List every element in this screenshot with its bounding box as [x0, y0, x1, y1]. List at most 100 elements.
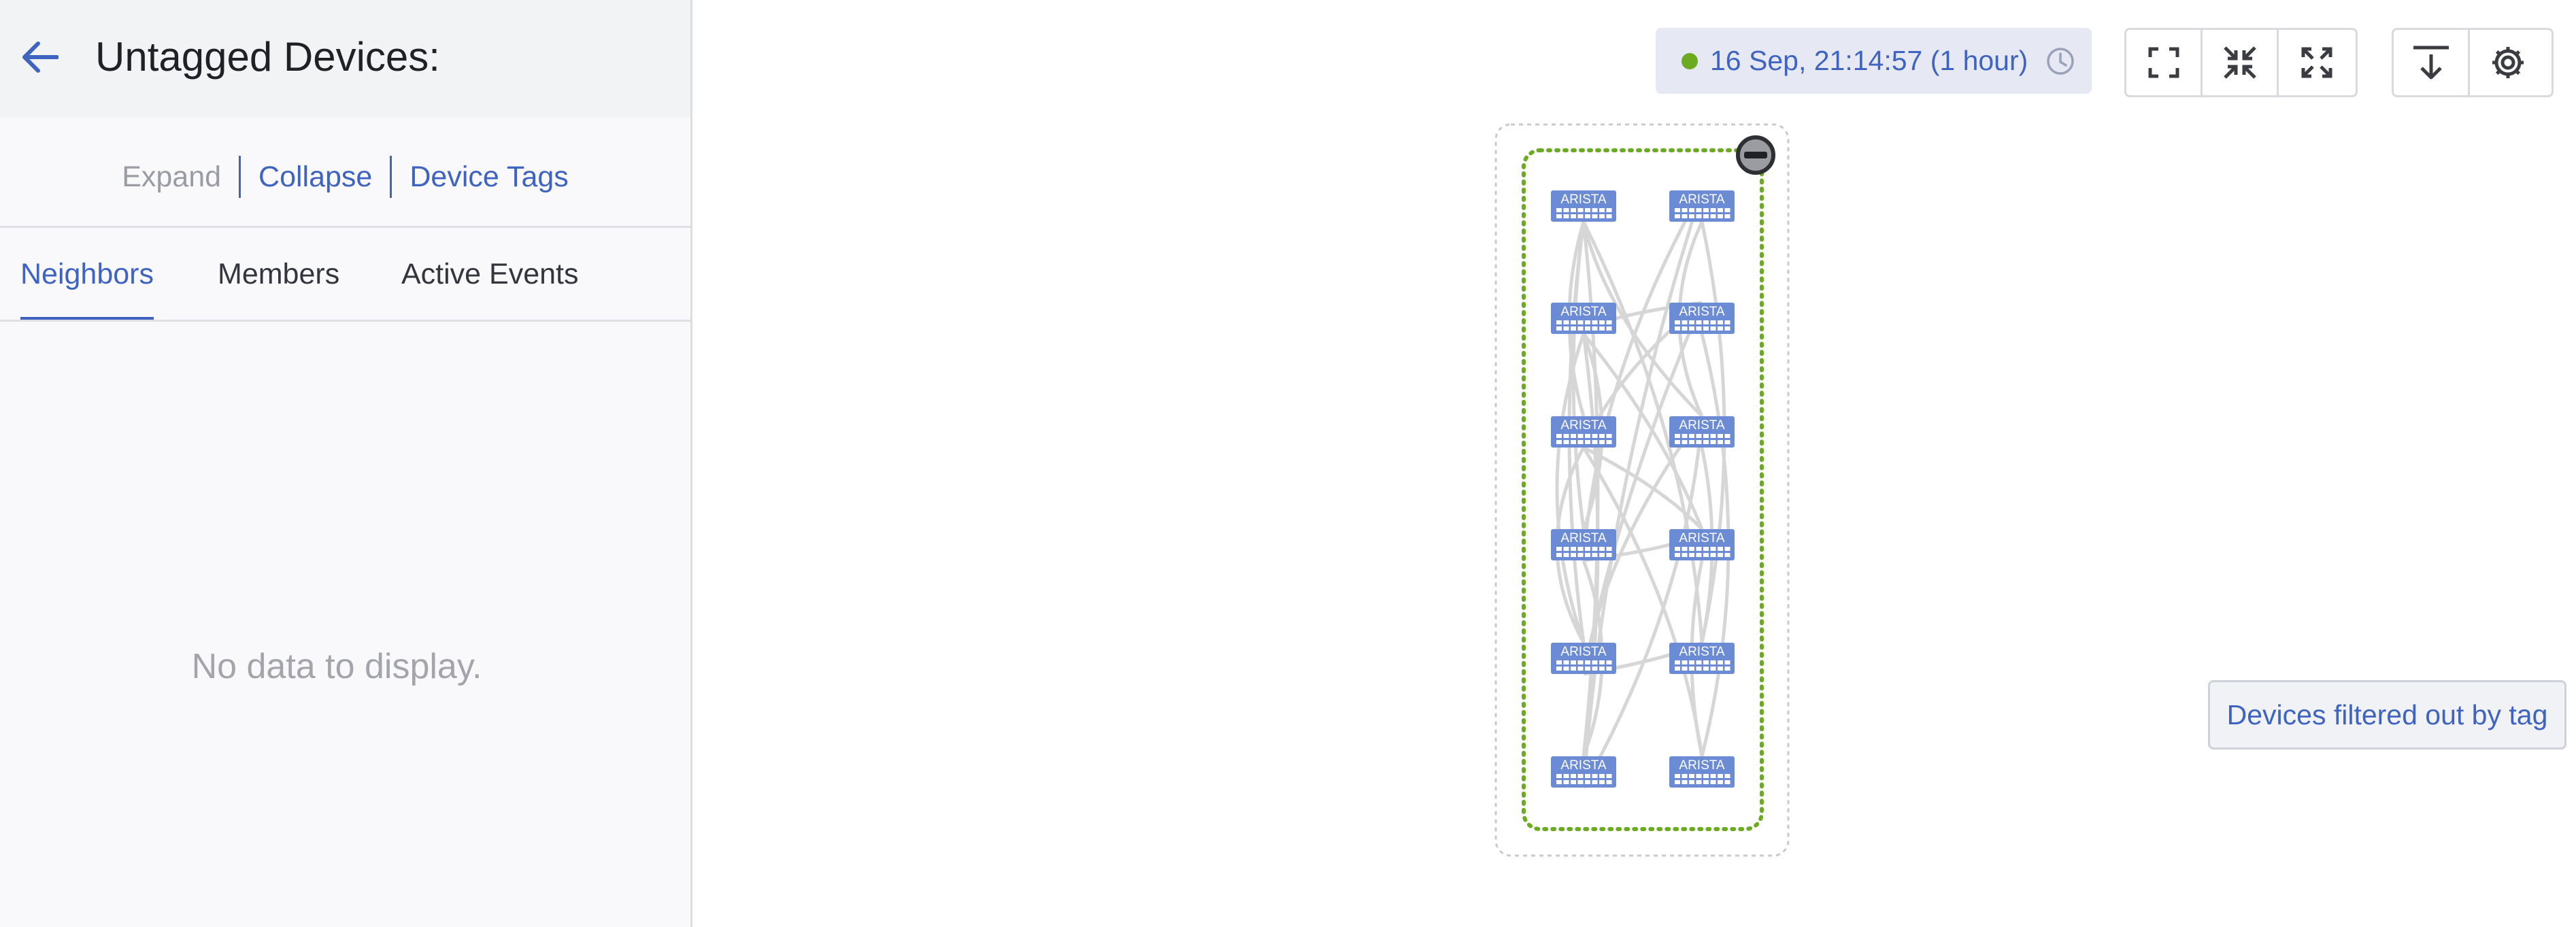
device-port: [1585, 774, 1590, 778]
device-port: [1556, 434, 1562, 438]
device-port: [1696, 780, 1702, 784]
tab-members[interactable]: Members: [218, 258, 340, 290]
device-port: [1599, 208, 1605, 212]
device-port: [1718, 774, 1723, 778]
device-port: [1599, 320, 1605, 324]
device-port: [1724, 208, 1730, 212]
device-port: [1585, 660, 1590, 664]
action-separator: [239, 156, 241, 198]
expand-icon: [2301, 47, 2332, 78]
gear-icon: [2492, 47, 2524, 78]
device-port: [1710, 774, 1716, 778]
device-port: [1592, 780, 1598, 784]
device-port: [1696, 774, 1702, 778]
device-port: [1556, 667, 1562, 671]
device-port: [1675, 553, 1680, 557]
device-port: [1585, 320, 1590, 324]
device-port: [1696, 547, 1702, 551]
device-port: [1599, 434, 1605, 438]
device-port: [1577, 326, 1584, 331]
device-port: [1689, 667, 1694, 671]
device-port: [1585, 326, 1590, 331]
switch-device-node[interactable]: ARISTA: [1551, 529, 1616, 560]
device-port: [1724, 780, 1730, 784]
device-port: [1556, 326, 1562, 331]
device-tags-link[interactable]: Device Tags: [409, 161, 569, 193]
switch-device-node[interactable]: ARISTA: [1551, 643, 1616, 674]
switch-device-node[interactable]: ARISTA: [1669, 303, 1735, 334]
device-port: [1577, 547, 1584, 551]
device-port: [1571, 434, 1576, 438]
device-label: ARISTA: [1679, 192, 1725, 207]
device-port: [1606, 208, 1612, 212]
device-port: [1571, 780, 1576, 784]
device-port: [1556, 320, 1562, 324]
device-port: [1606, 326, 1612, 331]
time-range-picker[interactable]: 16 Sep, 21:14:57 (1 hour): [1656, 28, 2092, 94]
device-port: [1571, 326, 1576, 331]
clock-icon: [2045, 46, 2075, 76]
device-port: [1703, 553, 1709, 557]
device-port: [1675, 780, 1680, 784]
device-port: [1724, 320, 1730, 324]
expand-link[interactable]: Expand: [122, 161, 222, 193]
device-port: [1718, 660, 1723, 664]
device-port: [1592, 214, 1598, 218]
switch-device-node[interactable]: ARISTA: [1669, 416, 1735, 448]
device-port: [1696, 660, 1702, 664]
device-port: [1703, 780, 1709, 784]
switch-device-node[interactable]: ARISTA: [1669, 190, 1735, 222]
device-port: [1724, 553, 1730, 557]
device-port: [1675, 214, 1680, 218]
device-port: [1696, 326, 1702, 331]
device-port: [1592, 553, 1598, 557]
device-port: [1577, 208, 1584, 212]
device-port: [1682, 780, 1688, 784]
device-port: [1675, 434, 1680, 438]
device-port: [1682, 553, 1688, 557]
tab-neighbors[interactable]: Neighbors: [20, 228, 154, 320]
device-port: [1703, 667, 1709, 671]
switch-device-node[interactable]: ARISTA: [1669, 643, 1735, 674]
device-port: [1606, 440, 1612, 444]
download-button[interactable]: [2394, 30, 2470, 95]
device-port: [1696, 667, 1702, 671]
fullscreen-button[interactable]: [2126, 30, 2203, 95]
switch-device-node[interactable]: ARISTA: [1551, 416, 1616, 448]
device-group-boundary[interactable]: [1522, 148, 1764, 831]
device-port: [1718, 553, 1723, 557]
switch-device-node[interactable]: ARISTA: [1669, 756, 1735, 788]
device-port: [1563, 553, 1569, 557]
device-port: [1556, 547, 1562, 551]
device-port: [1577, 214, 1584, 218]
switch-device-node[interactable]: ARISTA: [1551, 303, 1616, 334]
switch-device-node[interactable]: ARISTA: [1551, 756, 1616, 788]
collapse-all-button[interactable]: [2203, 30, 2279, 95]
device-port: [1563, 434, 1569, 438]
device-port: [1718, 320, 1723, 324]
back-button[interactable]: [15, 35, 64, 79]
settings-button[interactable]: [2470, 30, 2546, 95]
expand-all-button[interactable]: [2279, 30, 2355, 95]
device-port: [1696, 434, 1702, 438]
device-port: [1718, 667, 1723, 671]
device-port: [1592, 440, 1598, 444]
device-port: [1675, 774, 1680, 778]
tab-active-events[interactable]: Active Events: [401, 258, 579, 290]
device-port: [1577, 667, 1584, 671]
device-port: [1606, 660, 1612, 664]
device-port: [1577, 780, 1584, 784]
device-port: [1675, 547, 1680, 551]
device-port: [1682, 440, 1688, 444]
device-port: [1563, 320, 1569, 324]
minus-circle-icon[interactable]: [1736, 135, 1775, 175]
device-port: [1718, 208, 1723, 212]
device-port: [1724, 660, 1730, 664]
switch-device-node[interactable]: ARISTA: [1669, 529, 1735, 560]
collapse-link[interactable]: Collapse: [258, 161, 373, 193]
filtered-devices-button[interactable]: Devices filtered out by tag: [2208, 680, 2566, 749]
device-port: [1606, 780, 1612, 784]
topology-devices: ARISTA ARISTA ARISTA ARISTA ARISTA ARISTA ARIS…: [1551, 190, 1735, 788]
switch-device-node[interactable]: ARISTA: [1551, 190, 1616, 222]
